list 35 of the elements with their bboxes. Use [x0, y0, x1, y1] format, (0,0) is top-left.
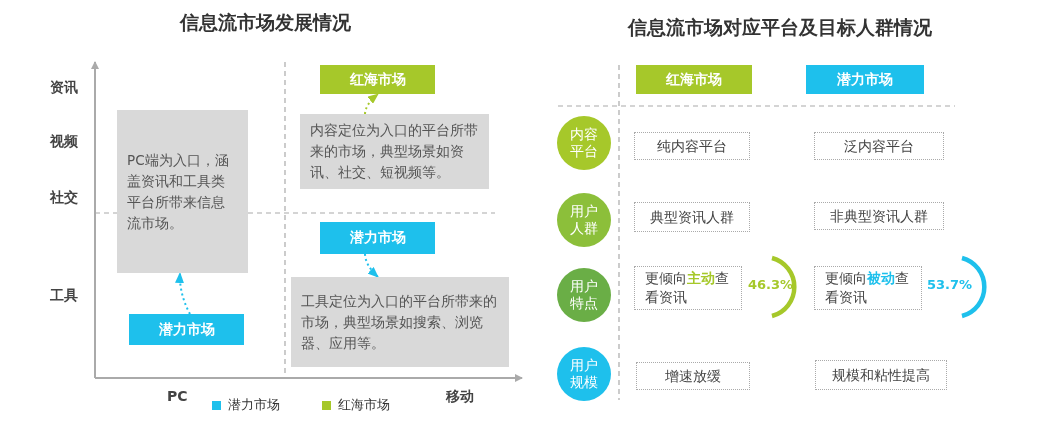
dotted-text-box: 纯内容平台	[634, 132, 750, 160]
description-box: 内容定位为入口的平台所带来的市场，典型场景如资讯、社交、短视频等。	[300, 114, 489, 189]
dotted-text-box: 规模和粘性提高	[815, 360, 947, 390]
market-tag: 红海市场	[636, 65, 752, 94]
description-box: 工具定位为入口的平台所带来的市场，典型场景如搜索、浏览器、应用等。	[291, 277, 509, 367]
dotted-text-box: 更倾向主动查看资讯	[634, 266, 742, 310]
description-box: PC端为入口，涵盖资讯和工具类平台所带来信息流市场。	[117, 110, 248, 273]
chart-title: 信息流市场对应平台及目标人群情况	[628, 15, 932, 40]
category-circle: 内容平台	[557, 116, 611, 170]
dotted-text-box: 增速放缓	[636, 362, 750, 390]
dotted-text-box: 泛内容平台	[814, 132, 944, 160]
dotted-arrow	[364, 93, 379, 115]
dotted-arrow	[364, 253, 379, 278]
dotted-arrow	[175, 272, 191, 315]
axis-label: 社交	[50, 189, 78, 207]
legend-label: 红海市场	[338, 396, 390, 414]
dotted-text-box: 非典型资讯人群	[814, 202, 944, 230]
market-tag: 潜力市场	[129, 314, 244, 345]
axis-label: 工具	[50, 287, 78, 305]
legend-label: 潜力市场	[228, 396, 280, 414]
category-circle: 用户规模	[557, 347, 611, 401]
axis-label: 资讯	[50, 79, 78, 97]
axis-label: 移动	[446, 388, 474, 406]
category-circle: 用户人群	[557, 193, 611, 247]
percentage-value: 46.3%	[748, 277, 794, 292]
dotted-text-box: 典型资讯人群	[634, 202, 750, 232]
market-tag: 红海市场	[320, 65, 435, 94]
market-tag: 潜力市场	[806, 65, 924, 94]
percentage-value: 53.7%	[927, 277, 973, 292]
market-tag: 潜力市场	[320, 222, 435, 254]
axis-label: PC	[167, 388, 188, 404]
category-circle: 用户特点	[557, 268, 611, 322]
axis-label: 视频	[50, 133, 78, 151]
chart-title: 信息流市场发展情况	[180, 10, 351, 35]
dotted-text-box: 更倾向被动查看资讯	[814, 266, 922, 310]
